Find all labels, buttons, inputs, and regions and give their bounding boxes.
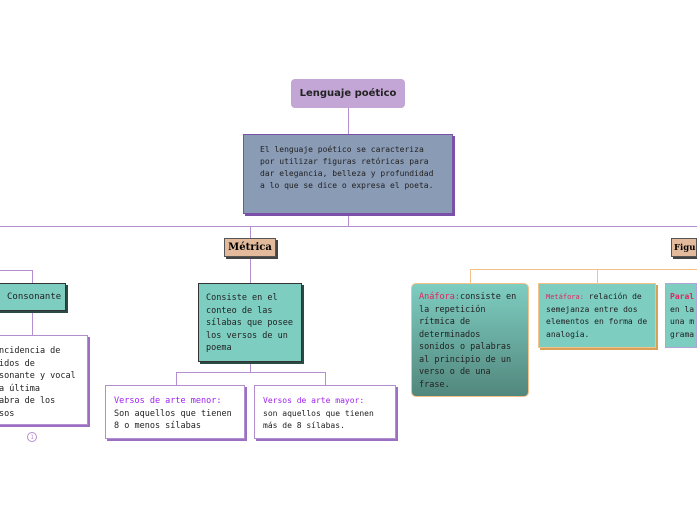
metafora-node[interactable]: Metáfora: relación de semejanza entre do… [538, 283, 656, 348]
menor-text: Son aquellos que tienen 8 o menos sílaba… [114, 408, 232, 432]
mayor-text: son aquellos que tienen más de 8 sílabas… [263, 408, 374, 431]
connector [348, 108, 349, 134]
connector [470, 269, 697, 270]
connector [0, 226, 697, 227]
collapse-count-badge[interactable]: 1 [27, 432, 37, 442]
metafora-title: Metáfora: [546, 293, 584, 301]
paralelismo-node[interactable]: Paral en la una m grama [665, 283, 697, 348]
connector [597, 269, 598, 283]
menor-title: Versos de arte menor: [114, 396, 222, 406]
connector [250, 226, 251, 238]
anafora-node[interactable]: Anáfora:consiste en la repetición rítmic… [411, 283, 529, 397]
connector [250, 257, 251, 283]
anafora-title: Anáfora: [419, 292, 460, 302]
paralelismo-text: en la una m grama [670, 304, 695, 339]
paralelismo-title: Paral [670, 292, 695, 301]
consonante-node[interactable]: Consonante [0, 283, 66, 311]
anafora-text: consiste en la repetición rítmica de det… [419, 292, 517, 390]
metrica-node[interactable]: Métrica [224, 238, 276, 257]
connector [176, 372, 177, 385]
metrica-description[interactable]: Consiste en el conteo de las sílabas que… [198, 283, 302, 362]
versos-arte-mayor-node[interactable]: Versos de arte mayor: son aquellos que ti… [254, 385, 396, 439]
consonante-description[interactable]: ncidencia de idos de sonante y vocal a ú… [0, 335, 88, 425]
figuras-node[interactable]: Figu [671, 238, 697, 257]
versos-arte-menor-node[interactable]: Versos de arte menor: Son aquellos que ti… [105, 385, 245, 439]
connector [32, 270, 33, 283]
connector [250, 362, 251, 372]
connector [176, 372, 326, 373]
connector [348, 214, 349, 226]
connector [470, 269, 471, 283]
connector [325, 372, 326, 385]
metafora-text: relación de semejanza entre dos elemento… [546, 292, 648, 339]
mayor-title: Versos de arte mayor: [263, 396, 365, 405]
connector [32, 311, 33, 335]
root-node[interactable]: Lenguaje poético [291, 79, 405, 108]
connector [0, 270, 33, 271]
root-description[interactable]: El lenguaje poético se caracteriza por u… [243, 134, 453, 214]
